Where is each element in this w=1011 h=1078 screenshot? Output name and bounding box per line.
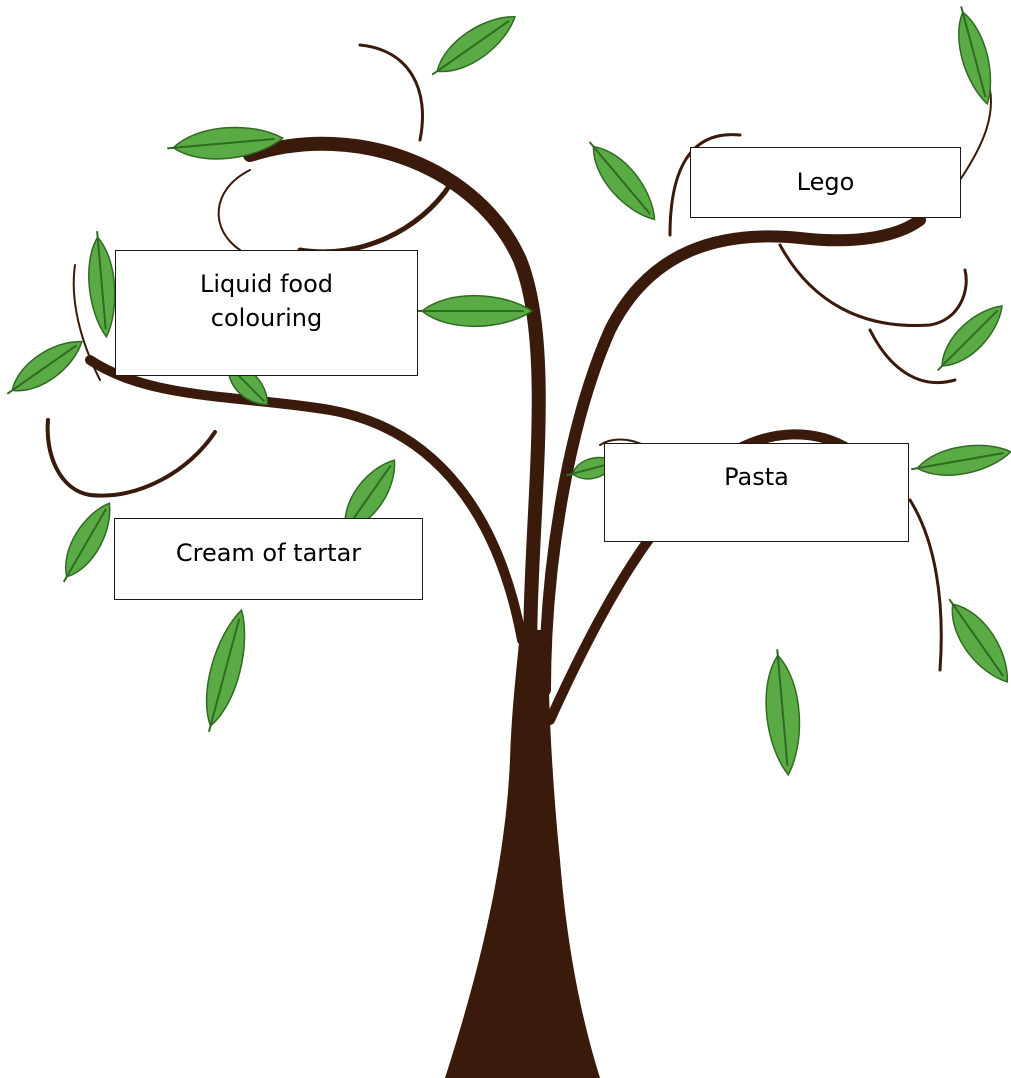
branch-curl	[358, 43, 424, 142]
branch-curl	[297, 182, 453, 255]
leaf-icon	[936, 305, 1003, 372]
label-box-liquid-food-colouring: Liquid food colouring	[115, 250, 418, 376]
label-liquid-line2: colouring	[210, 304, 323, 332]
label-box-cream-of-tartar: Cream of tartar	[114, 518, 423, 600]
leaf-icon	[416, 294, 534, 328]
branch-curl	[778, 243, 968, 328]
tree-leaves	[6, 6, 1011, 777]
leaf-icon	[167, 126, 285, 160]
leaf-icon	[911, 444, 1011, 476]
leaf-icon	[62, 502, 111, 583]
leaf-icon	[588, 141, 656, 221]
leaf-icon	[431, 16, 516, 76]
branch-curl	[72, 264, 101, 381]
leaf-icon	[765, 649, 801, 777]
branch-curl	[217, 169, 251, 251]
leaf-icon	[6, 340, 83, 395]
branch-curl	[45, 418, 217, 498]
label-lego: Lego	[796, 168, 855, 196]
leaf-icon	[205, 608, 246, 733]
label-box-lego: Lego	[690, 147, 961, 218]
leaf-icon	[958, 6, 992, 106]
leaf-icon	[88, 231, 116, 339]
branch-left-main	[243, 136, 546, 707]
branch-right-main	[539, 214, 926, 696]
branch-curl	[959, 89, 992, 181]
label-liquid-line1: Liquid food	[199, 270, 334, 298]
branch-lower-left	[85, 355, 527, 645]
label-box-pasta: Pasta	[604, 443, 909, 542]
branch-curl	[668, 133, 742, 237]
label-cream: Cream of tartar	[175, 539, 362, 567]
leaf-icon	[948, 598, 1008, 683]
branch-curl	[868, 328, 957, 385]
tree-trunk	[445, 630, 600, 1078]
label-pasta: Pasta	[724, 463, 789, 491]
branch-curl	[908, 498, 943, 672]
